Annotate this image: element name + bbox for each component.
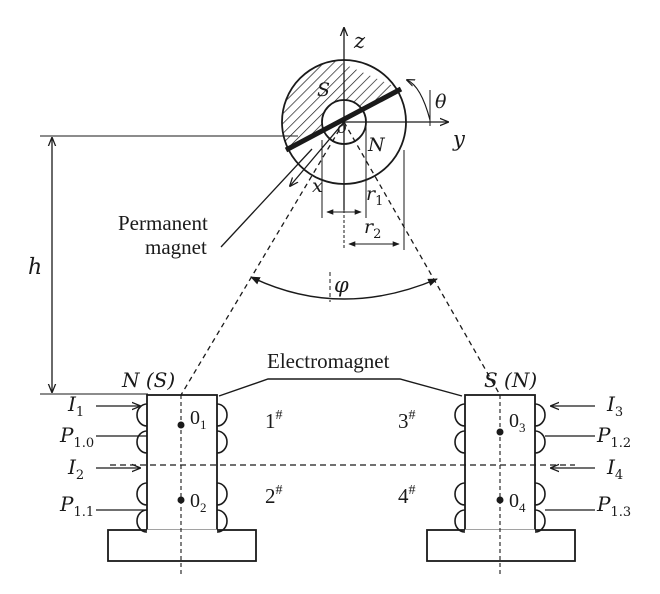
dashed-line-left xyxy=(180,121,345,396)
pole-S-label: S xyxy=(317,79,330,101)
coil-2-label: 2# xyxy=(265,483,283,508)
I4-label: I4 xyxy=(606,455,623,483)
electromagnet-label: Electromagnet xyxy=(267,349,390,373)
left-pole-label: N (S) xyxy=(121,368,175,392)
theta-label: θ xyxy=(435,91,447,113)
coil-4-label: 4# xyxy=(398,483,416,508)
o1-label: 01 xyxy=(190,407,207,432)
P13-label: P1.3 xyxy=(596,492,631,520)
phi-arc xyxy=(250,276,438,300)
P10-label: P1.0 xyxy=(59,423,94,451)
left-core xyxy=(146,394,218,534)
electromagnet-bridge xyxy=(218,378,463,397)
I1-label: I1 xyxy=(67,392,84,420)
axis-z-label: z xyxy=(353,29,366,53)
coil-3-label: 3# xyxy=(398,408,416,433)
o3-label: 03 xyxy=(509,410,526,435)
P12-label: P1.2 xyxy=(596,423,631,451)
pole-N-label: N xyxy=(367,134,386,156)
o2-label: 02 xyxy=(190,490,207,515)
right-electromagnet xyxy=(426,394,576,575)
x-axis xyxy=(290,121,345,186)
dashed-line-right xyxy=(343,121,501,396)
I2-label: I2 xyxy=(67,455,84,483)
left-base xyxy=(107,529,257,562)
radius-dimensions xyxy=(321,125,405,250)
r2-label: r2 xyxy=(364,216,381,242)
coil-1-label: 1# xyxy=(265,408,283,433)
I3-label: I3 xyxy=(606,392,623,420)
o4-label: 04 xyxy=(509,490,526,515)
right-pole-label: S (N) xyxy=(484,368,537,392)
right-base xyxy=(426,529,576,562)
phi-label: φ xyxy=(334,273,349,297)
h-label: h xyxy=(28,255,42,280)
permanent-magnet-label-2: magnet xyxy=(145,235,207,259)
P11-label: P1.1 xyxy=(59,492,94,520)
permanent-magnet-label-1: Permanent xyxy=(118,211,208,235)
theta-arc xyxy=(407,80,431,121)
axis-x-label: x xyxy=(312,175,323,197)
left-electromagnet xyxy=(107,394,257,575)
axis-y-label: y xyxy=(452,127,466,151)
r1-label: r1 xyxy=(366,183,383,209)
origin-label: o xyxy=(337,118,347,137)
permanent-magnet-leader xyxy=(220,148,313,248)
